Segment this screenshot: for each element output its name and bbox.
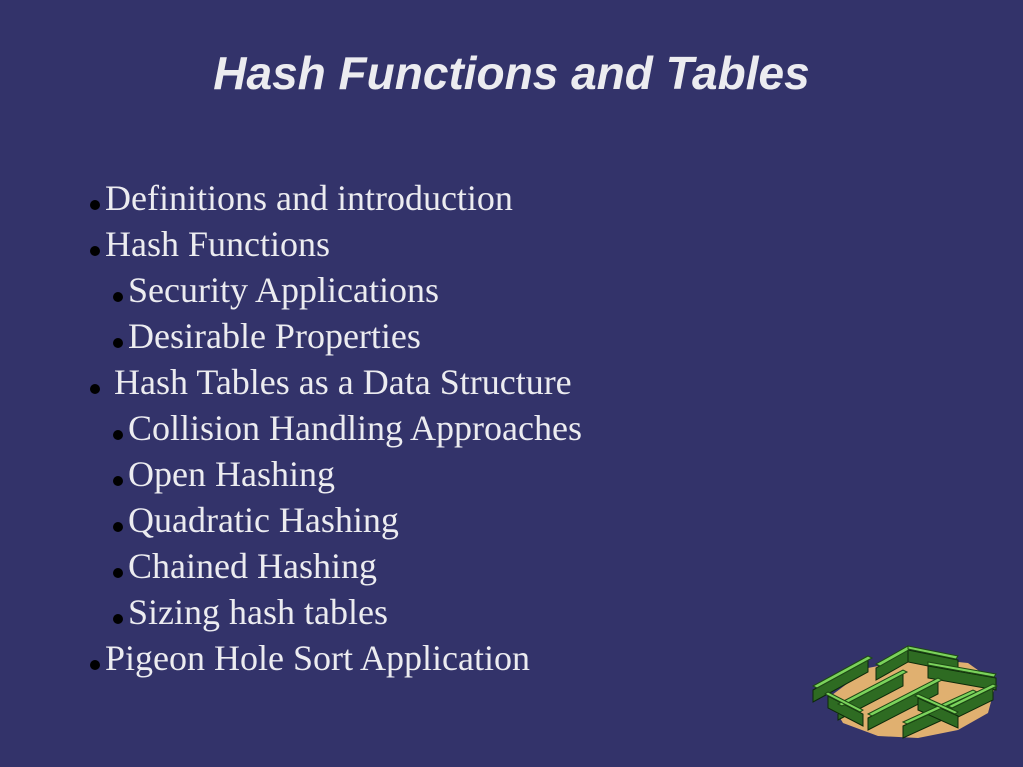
bullet-text: Chained Hashing — [128, 546, 377, 586]
bullet-item: Pigeon Hole Sort Application — [90, 635, 582, 681]
bullet-dot-icon — [90, 246, 100, 256]
bullet-text: Security Applications — [128, 270, 439, 310]
bullet-text: Definitions and introduction — [105, 178, 513, 218]
bullet-dot-icon — [113, 338, 123, 348]
bullet-item: Hash Tables as a Data Structure — [90, 359, 582, 405]
sub-bullet-item: Sizing hash tables — [90, 589, 582, 635]
bullet-dot-icon — [113, 568, 123, 578]
bullet-list: Definitions and introduction Hash Functi… — [90, 175, 582, 681]
bullet-item: Definitions and introduction — [90, 175, 582, 221]
bullet-dot-icon — [113, 476, 123, 486]
bullet-text: Open Hashing — [128, 454, 335, 494]
slide-title: Hash Functions and Tables — [213, 47, 810, 99]
sub-bullet-item: Desirable Properties — [90, 313, 582, 359]
bullet-text: Sizing hash tables — [128, 592, 388, 632]
bullet-dot-icon — [113, 522, 123, 532]
bullet-item: Hash Functions — [90, 221, 582, 267]
sub-bullet-item: Quadratic Hashing — [90, 497, 582, 543]
bullet-text: Pigeon Hole Sort Application — [105, 638, 530, 678]
sub-bullet-item: Open Hashing — [90, 451, 582, 497]
bullet-dot-icon — [113, 614, 123, 624]
bullet-dot-icon — [90, 384, 100, 394]
sub-bullet-item: Chained Hashing — [90, 543, 582, 589]
bullet-text: Hash Tables as a Data Structure — [114, 362, 572, 402]
bullet-text: Desirable Properties — [128, 316, 421, 356]
sub-bullet-item: Security Applications — [90, 267, 582, 313]
bullet-text: Hash Functions — [105, 224, 330, 264]
bullet-dot-icon — [113, 292, 123, 302]
bullet-text: Collision Handling Approaches — [128, 408, 582, 448]
bullet-text: Quadratic Hashing — [128, 500, 399, 540]
bullet-dot-icon — [90, 660, 100, 670]
bullet-dot-icon — [113, 430, 123, 440]
sub-bullet-item: Collision Handling Approaches — [90, 405, 582, 451]
bullet-dot-icon — [90, 200, 100, 210]
hedge-maze-icon — [811, 645, 999, 739]
